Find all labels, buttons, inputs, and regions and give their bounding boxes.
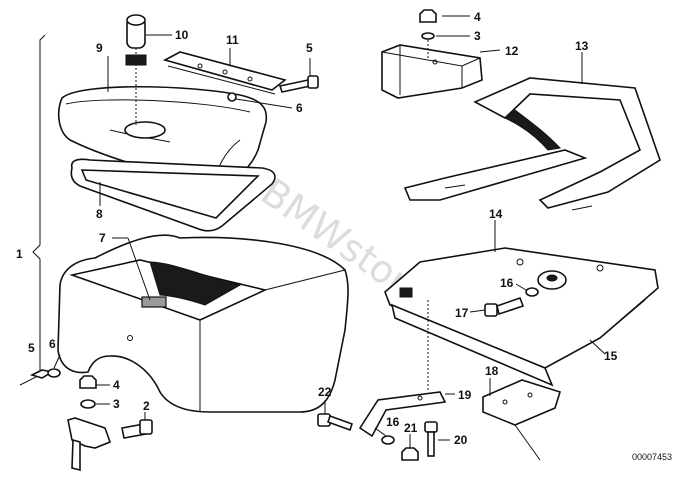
callout-22: 22 [318, 385, 332, 399]
callout-2: 2 [143, 399, 150, 413]
callout-3-left: 3 [113, 397, 120, 411]
callout-5-left: 5 [28, 341, 35, 355]
support-frame-13 [403, 77, 661, 211]
lower-left-fasteners [29, 368, 153, 472]
lower-right-fasteners [317, 413, 438, 461]
callout-16-right: 16 [500, 276, 514, 290]
callout-15: 15 [604, 349, 618, 363]
callout-14: 14 [489, 207, 503, 221]
washer-16-right [525, 287, 539, 297]
callout-4-left: 4 [113, 378, 120, 392]
callout-5-top: 5 [306, 41, 313, 55]
lock-cylinder [125, 14, 147, 125]
callout-7: 7 [99, 231, 106, 245]
callout-8: 8 [96, 207, 103, 221]
callout-13: 13 [575, 39, 589, 53]
callout-labels: 1 2 3 3 4 4 5 5 6 6 7 8 9 10 11 12 13 14… [16, 10, 618, 447]
callout-3-top: 3 [474, 29, 481, 43]
hinge-strip [162, 51, 287, 95]
small-plate-18 [482, 379, 562, 461]
callout-18: 18 [485, 364, 499, 378]
nut-washer-4-3-top [419, 9, 437, 60]
callout-6-left: 6 [49, 337, 56, 351]
lower-bracket-19 [358, 300, 447, 438]
screw-5-top [278, 75, 319, 93]
group-bracket [19, 34, 46, 386]
image-code: 00007453 [632, 452, 672, 462]
callout-21: 21 [404, 421, 418, 435]
leader-lines [53, 15, 606, 448]
armrest-lid [57, 85, 268, 186]
console-box [57, 234, 349, 413]
washer-6-top [227, 92, 237, 102]
callout-4-top: 4 [474, 10, 481, 24]
callout-17: 17 [455, 306, 469, 320]
mount-bracket-12 [381, 44, 483, 99]
callout-6-top: 6 [296, 101, 303, 115]
callout-10: 10 [175, 28, 189, 42]
callout-16-bottom: 16 [386, 415, 400, 429]
callout-20: 20 [454, 433, 468, 447]
callout-11: 11 [226, 33, 239, 47]
callout-1: 1 [16, 247, 23, 261]
callout-12: 12 [505, 44, 519, 58]
callout-19: 19 [458, 388, 472, 402]
lid-gasket [70, 158, 276, 232]
mounting-plate-14 [384, 247, 659, 387]
bolt-17 [484, 296, 525, 317]
callout-9: 9 [96, 41, 103, 55]
